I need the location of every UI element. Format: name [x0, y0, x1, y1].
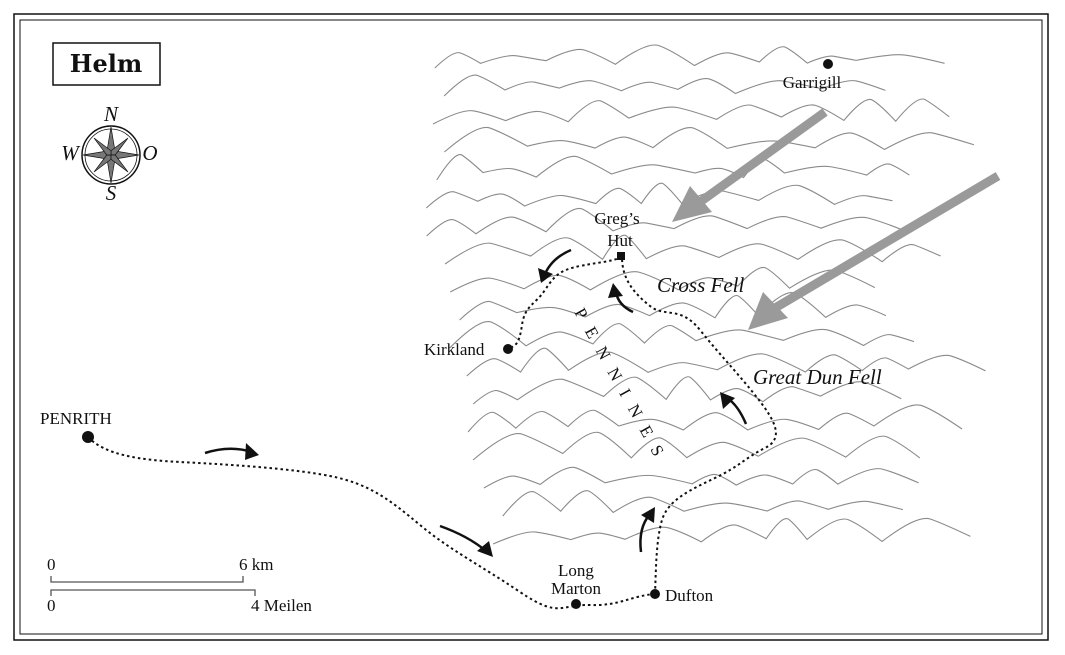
ridge-line: [459, 292, 887, 321]
label-garrigill: Garrigill: [783, 73, 842, 92]
label-penrith: PENRITH: [40, 409, 112, 428]
compass-north: N: [103, 102, 119, 126]
garrigill-marker: [823, 59, 833, 69]
label-dufton: Dufton: [665, 586, 714, 605]
ridge-line: [466, 347, 986, 377]
label-pennines: PENNINES: [571, 305, 674, 470]
gregs-hut-marker: [617, 252, 625, 260]
helm-wind-arrows: [672, 108, 1001, 330]
map-title: Helm: [70, 49, 142, 78]
label-gregs-hut-line1: Greg’s: [594, 209, 639, 228]
label-cross-fell: Cross Fell: [657, 273, 744, 297]
arrow-north-1: [639, 513, 651, 553]
label-long-marton-line2: Marton: [551, 579, 602, 598]
compass-south: S: [106, 181, 117, 205]
scale-km-zero: 0: [47, 555, 56, 574]
ridge-line: [434, 44, 945, 69]
ridge-line: [432, 98, 950, 125]
place-markers: [82, 59, 833, 609]
scale-km: [50, 576, 244, 583]
scale-bar: [50, 576, 256, 596]
compass-east: O: [142, 141, 157, 165]
penrith-marker: [82, 431, 94, 443]
ridge-line: [472, 376, 902, 405]
walking-route: [87, 256, 777, 610]
label-long-marton-line1: Long: [558, 561, 594, 580]
label-kirkland: Kirkland: [424, 340, 485, 359]
scale-miles-zero: 0: [47, 596, 56, 615]
ridge-line: [426, 207, 906, 237]
arrow-north-3-head: [608, 283, 623, 298]
inner-frame: [19, 19, 1043, 635]
ridge-line: [436, 154, 910, 181]
arrow-southeast: [439, 524, 487, 552]
label-gregs-hut-line2: Hut: [607, 231, 633, 250]
arrow-north-2-head: [720, 392, 735, 409]
long-marton-marker: [571, 599, 581, 609]
ridge-line: [502, 490, 904, 517]
dufton-marker: [650, 589, 660, 599]
outer-frame: [13, 13, 1049, 641]
ridge-line: [483, 466, 919, 489]
wind-arrow-east-head: [748, 292, 788, 330]
wind-arrow-east: [772, 172, 1001, 312]
arrow-north-1-head: [641, 507, 655, 523]
ridge-line: [467, 404, 963, 433]
arrow-southeast-head: [477, 541, 493, 557]
label-great-dun-fell: Great Dun Fell: [753, 365, 882, 389]
kirkland-marker: [503, 344, 513, 354]
ridge-line: [425, 182, 893, 209]
direction-arrows: [204, 248, 748, 557]
ridge-line: [472, 431, 921, 461]
ridge-line: [449, 266, 876, 293]
scale-km-label: 6 km: [239, 555, 273, 574]
compass-rose-icon: [81, 125, 141, 185]
scale-miles: [50, 589, 256, 596]
compass-west: W: [61, 141, 81, 165]
arrow-east-head: [245, 443, 259, 460]
title-box: [52, 42, 161, 86]
arrow-east: [204, 447, 253, 455]
wind-arrow-north: [697, 108, 828, 206]
ridge-line: [443, 74, 886, 97]
mountain-ridges: [425, 44, 986, 545]
ridge-line: [444, 126, 975, 153]
scale-miles-label: 4 Meilen: [251, 596, 312, 615]
ridge-line: [492, 517, 971, 545]
wind-arrow-north-head: [672, 186, 712, 222]
ridge-line: [449, 320, 915, 349]
arrow-southwest-head: [538, 268, 553, 283]
